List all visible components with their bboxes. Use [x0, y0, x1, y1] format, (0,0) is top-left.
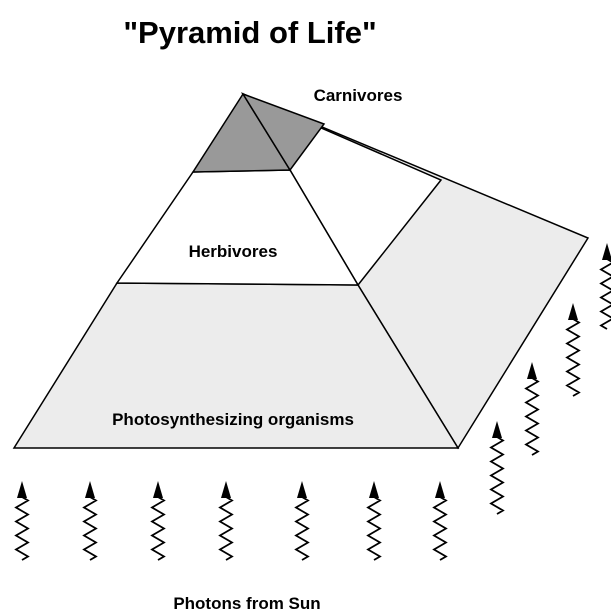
photon-arrow-icon: [220, 481, 232, 560]
arrow-head: [568, 303, 578, 320]
arrow-head: [297, 481, 307, 498]
label-photosynthesizers: Photosynthesizing organisms: [112, 410, 354, 429]
photon-arrow-icon: [434, 481, 446, 560]
wavy-line: [296, 497, 308, 560]
arrow-head: [435, 481, 445, 498]
label-carnivores: Carnivores: [314, 86, 403, 105]
wavy-line: [491, 437, 503, 514]
photon-arrow-icon: [368, 481, 380, 560]
photon-arrow-icon: [16, 481, 28, 560]
photon-arrow-icon: [567, 303, 579, 396]
wavy-line: [434, 497, 446, 560]
diagram-title: "Pyramid of Life": [123, 15, 376, 50]
arrow-head: [221, 481, 231, 498]
arrow-head: [369, 481, 379, 498]
photon-arrow-icon: [152, 481, 164, 560]
wavy-line: [152, 497, 164, 560]
wavy-line: [84, 497, 96, 560]
caption-photons: Photons from Sun: [173, 594, 320, 611]
photon-arrow-icon: [296, 481, 308, 560]
arrow-head: [17, 481, 27, 498]
photon-arrow-icon: [526, 362, 538, 455]
arrow-head: [602, 243, 611, 260]
arrow-head: [85, 481, 95, 498]
arrow-head: [153, 481, 163, 498]
wavy-line: [601, 259, 611, 329]
photon-arrow-icon: [601, 243, 611, 329]
wavy-line: [16, 497, 28, 560]
photon-arrow-icon: [491, 421, 503, 514]
arrow-head: [527, 362, 537, 379]
wavy-line: [368, 497, 380, 560]
photon-arrow-icon: [84, 481, 96, 560]
wavy-line: [526, 378, 538, 455]
wavy-line: [567, 319, 579, 396]
wavy-line: [220, 497, 232, 560]
label-herbivores: Herbivores: [189, 242, 278, 261]
arrow-head: [492, 421, 502, 438]
